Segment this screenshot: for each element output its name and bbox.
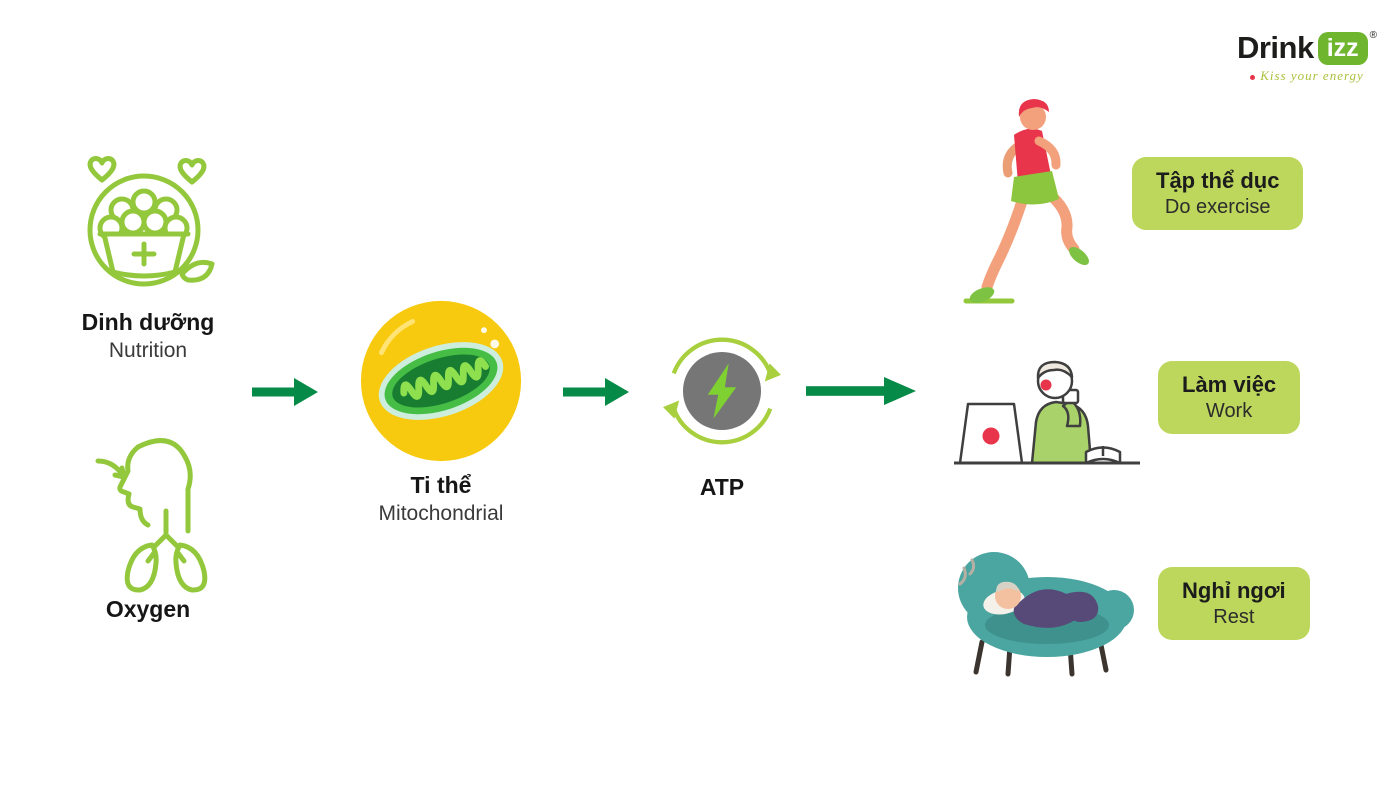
nutrition-title: Dinh dưỡng xyxy=(81,309,215,335)
mitochondria-subtitle: Mitochondrial xyxy=(378,502,504,525)
rest-badge: Nghỉ ngơi Rest xyxy=(1158,567,1310,640)
atp-title: ATP xyxy=(699,474,745,500)
brand-logo: Drink izz ® Kiss your energy xyxy=(1232,30,1382,84)
tagline-text: Kiss your energy xyxy=(1260,68,1364,83)
mitochondria-label: Ti thể Mitochondrial xyxy=(341,472,541,526)
exercise-badge-subtitle: Do exercise xyxy=(1164,196,1271,218)
work-badge: Làm việc Work xyxy=(1158,361,1301,434)
atp-label: ATP xyxy=(672,474,772,501)
flow-arrow-2 xyxy=(563,378,629,411)
flow-arrow-3 xyxy=(806,376,916,411)
registered-mark: ® xyxy=(1369,30,1378,41)
brand-logo-row: Drink izz ® xyxy=(1232,30,1382,66)
exercise-badge-title: Tập thể dục xyxy=(1156,168,1280,193)
oxygen-title: Oxygen xyxy=(105,596,191,622)
tagline-dot-icon xyxy=(1250,74,1256,80)
working-illustration xyxy=(952,336,1142,481)
mitochondria-illustration xyxy=(358,298,524,469)
work-badge-subtitle: Work xyxy=(1205,400,1253,422)
oxygen-label: Oxygen xyxy=(40,596,256,623)
mitochondria-title: Ti thể xyxy=(410,472,472,498)
logo-text-drink: Drink xyxy=(1236,30,1314,65)
rest-badge-title: Nghỉ ngơi xyxy=(1182,578,1286,603)
atp-energy-recycle-icon xyxy=(663,332,781,455)
oxygen-lungs-icon xyxy=(82,432,222,599)
logo-tagline: Kiss your energy xyxy=(1232,68,1382,84)
nutrition-subtitle: Nutrition xyxy=(108,339,188,362)
rest-badge-subtitle: Rest xyxy=(1213,606,1255,628)
logo-badge-izz: izz xyxy=(1317,32,1368,65)
exercise-badge: Tập thể dục Do exercise xyxy=(1132,157,1304,230)
resting-illustration xyxy=(952,522,1137,685)
work-badge-title: Làm việc xyxy=(1182,372,1277,397)
flow-arrow-1 xyxy=(252,378,318,411)
nutrition-label: Dinh dưỡng Nutrition xyxy=(40,309,256,363)
runner-illustration xyxy=(962,95,1092,318)
nutrition-food-bowl-icon xyxy=(78,145,216,302)
